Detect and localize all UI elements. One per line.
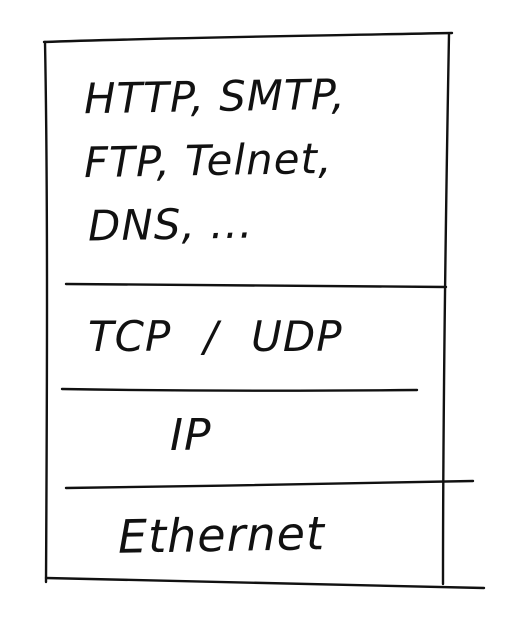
application-protocols-line-2: FTP, Telnet, [83, 133, 333, 188]
stack-bottom-border [44, 576, 486, 590]
application-protocols-line-3: DNS, ... [87, 198, 254, 251]
transport-layer-label: TCP / UDP [88, 312, 343, 361]
stack-top-border [42, 31, 454, 44]
divider-application-transport [64, 282, 448, 289]
divider-transport-network [60, 387, 419, 392]
application-protocols-line-1: HTTP, SMTP, [83, 69, 347, 124]
link-layer-label: Ethernet [117, 506, 326, 564]
stack-right-border [441, 32, 451, 586]
divider-network-link [64, 479, 475, 490]
network-layer-label: IP [170, 410, 212, 461]
stack-left-border [43, 40, 49, 584]
